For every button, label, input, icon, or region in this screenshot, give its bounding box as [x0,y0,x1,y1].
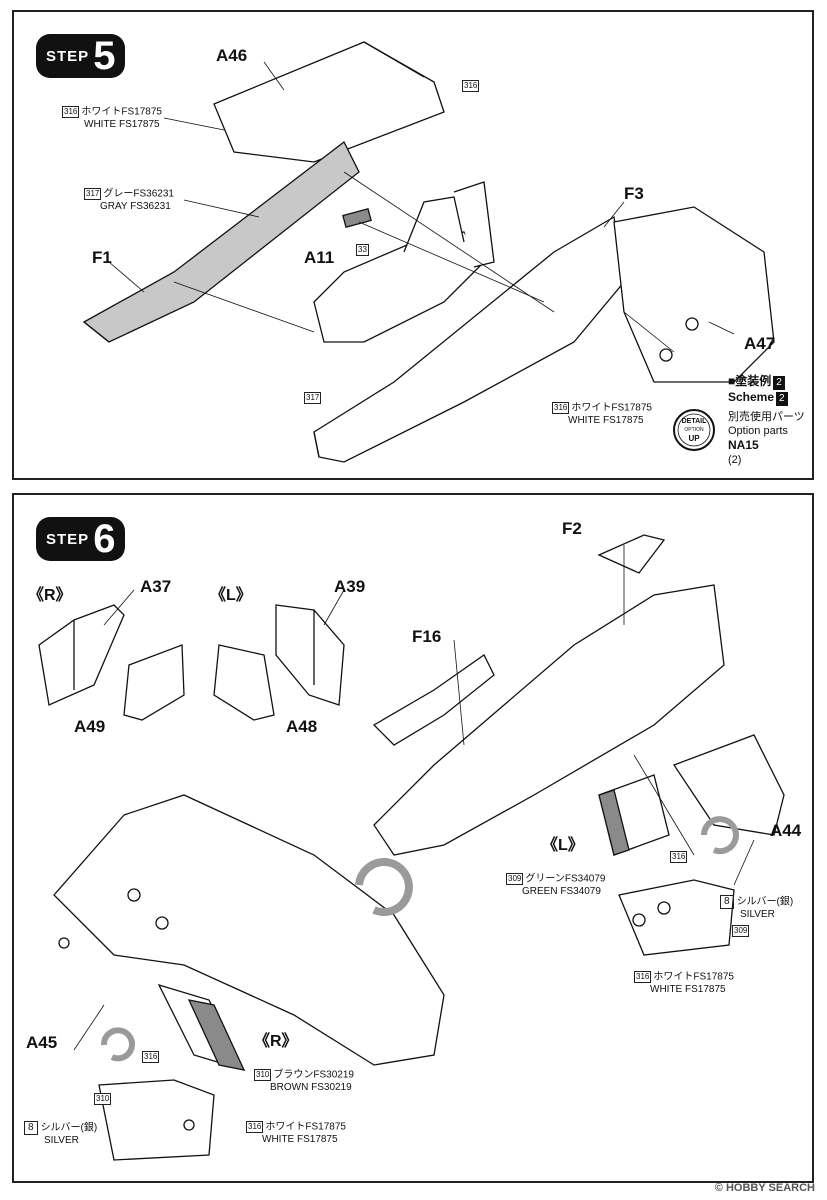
side-label-l-flap: 《L》 [542,837,584,854]
part-a48-shape [213,644,275,721]
callout-309-a44: 309 [732,925,750,937]
part-a11-shape [342,208,372,228]
detail-up-badge: DETAIL OPTION UP [672,408,716,452]
side-label-r-flap: 《R》 [254,1033,298,1050]
part-a37-shape [38,604,125,706]
part-label-a46: A46 [216,46,248,65]
side-label-r-top: 《R》 [28,587,72,604]
part-a47-shape [613,206,775,383]
part-label-a48: A48 [286,717,318,736]
fuselage-lower-shape [53,794,445,1066]
step5-panel: STEP 5 [12,10,814,480]
watermark: © HOBBY SEARCH [714,1182,815,1194]
callout-316-lflap: 316 [670,851,688,863]
right-sill-upper-shape [673,734,785,836]
part-f3-shape [313,215,625,463]
callout-316-top: 316 [462,80,480,92]
callout-33: 33 [356,244,369,256]
part-a39-shape [275,604,345,706]
step5-badge: STEP 5 [36,34,126,78]
part-label-a47: A47 [744,334,776,353]
callout-316-rflap: 316 [142,1051,160,1063]
option-parts: 別売使用パーツ Option parts NA15 (2) [728,411,805,466]
part-label-a44: A44 [770,821,802,840]
step6-badge: STEP 6 [36,517,126,561]
part-f16-shape [372,654,495,746]
fuselage-upper-shape [373,584,725,856]
step5-illustration [82,41,775,463]
part-a45-shape [98,1079,215,1161]
part-a46-shape [213,41,445,163]
callout-317-bottom: 317 [304,392,322,404]
part-a49-shape [123,644,185,721]
part-label-a39: A39 [334,577,366,596]
part-label-f3: F3 [624,184,644,203]
part-label-f2: F2 [562,519,582,538]
part-label-f1: F1 [92,248,112,267]
part-a44-shape [618,879,735,956]
step6-illustration [38,534,785,1161]
side-label-l-top: 《L》 [210,587,252,604]
part-label-a37: A37 [140,577,172,596]
part-f2-shape [597,534,666,574]
rotate-arrow-icon [355,858,413,916]
detail-up-icon [673,409,715,451]
part-label-a49: A49 [74,717,106,736]
callout-310-a45: 310 [94,1093,112,1105]
part-label-f16: F16 [412,627,442,646]
part-label-a11: A11 [304,248,335,267]
step6-panel: STEP 6 [12,493,814,1183]
part-label-a45: A45 [26,1033,58,1052]
